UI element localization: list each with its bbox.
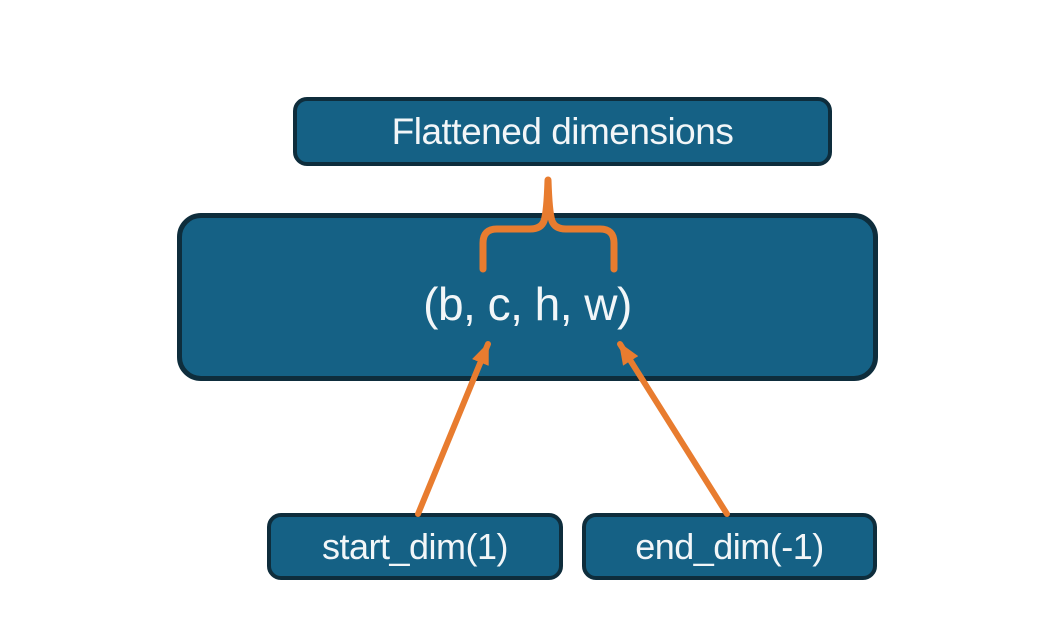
start-dim-label: start_dim(1) xyxy=(321,525,509,567)
end-dim-label: end_dim(-1) xyxy=(635,525,824,567)
start-dim-box: start_dim(1) xyxy=(267,513,563,580)
tensor-shape-label: (b, c, h, w) xyxy=(423,278,632,330)
tensor-shape-box: (b, c, h, w) xyxy=(177,213,878,381)
flattened-dimensions-box: Flattened dimensions xyxy=(293,97,832,166)
end-dim-box: end_dim(-1) xyxy=(582,513,877,580)
flattened-dimensions-label: Flattened dimensions xyxy=(391,110,734,152)
